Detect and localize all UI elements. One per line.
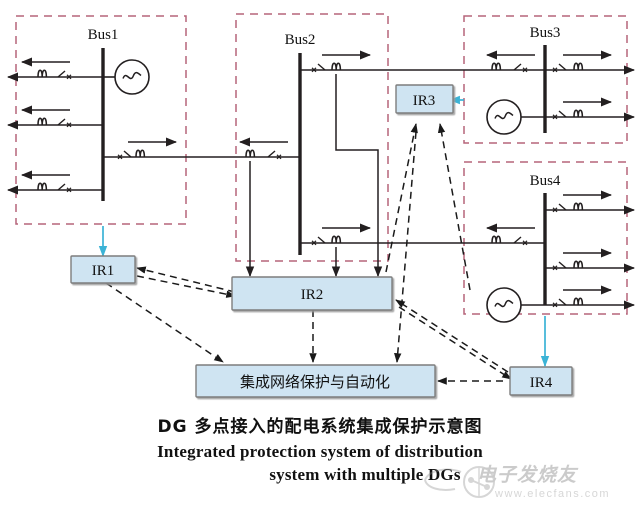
bus1-feeder-2 xyxy=(6,105,103,130)
caption-english-line1: Integrated protection system of distribu… xyxy=(157,442,483,461)
link-ir3-to-central-unit xyxy=(394,131,417,363)
bus4-feeder-1 xyxy=(545,190,636,215)
link-ir4area-to-ir3-right xyxy=(437,123,471,291)
link-ir1-to-ir2 xyxy=(136,275,236,298)
bus2-feeder-lower xyxy=(300,223,500,278)
link-bus2-to-ir3-left xyxy=(385,123,418,273)
bus4-feeder-3 xyxy=(545,285,636,310)
bus1-feeder-3 xyxy=(6,170,103,195)
bus1-feeder-1 xyxy=(6,57,103,82)
caption-english-line2: system with multiple DGs xyxy=(269,465,461,484)
bus3-feeder-1 xyxy=(545,50,636,75)
caption-chinese: DG 多点接入的配电系统集成保护示意图 xyxy=(157,417,483,437)
bus2-label: Bus2 xyxy=(285,32,316,48)
bus2-feeder-upper xyxy=(300,50,500,278)
zone-bus1 xyxy=(15,15,187,225)
bus3-group: Bus3 xyxy=(485,25,636,135)
bus1-label: Bus1 xyxy=(88,27,119,43)
link-ir2-to-ir4 xyxy=(398,306,512,380)
bus1-group: Bus1 xyxy=(6,27,150,201)
figure-caption: DG 多点接入的配电系统集成保护示意图 Integrated protectio… xyxy=(0,414,640,486)
relay-ir4-label: IR4 xyxy=(530,375,553,391)
bus4-generator xyxy=(486,287,545,323)
bus3-label: Bus3 xyxy=(530,25,561,41)
relay-ir2[interactable]: IR2 xyxy=(231,276,393,311)
relay-ir1[interactable]: IR1 xyxy=(70,255,136,284)
zone-bus2 xyxy=(235,13,389,262)
bus3-generator xyxy=(486,99,545,135)
central-unit-box[interactable]: 集成网络保护与自动化 xyxy=(195,364,436,398)
bus4-label: Bus4 xyxy=(530,173,561,189)
bus3-feeder-2 xyxy=(545,97,636,122)
bus4-group: Bus4 xyxy=(485,173,636,323)
zone-bus4 xyxy=(463,161,628,315)
bus2-group: Bus2 xyxy=(285,32,500,278)
relay-ir2-label: IR2 xyxy=(301,287,324,303)
link-ir1-to-central xyxy=(105,282,224,363)
central-unit-label: 集成网络保护与自动化 xyxy=(240,373,390,391)
relay-ir3-label: IR3 xyxy=(413,93,436,109)
link-ir4-to-ir2 xyxy=(395,299,509,373)
relay-ir4[interactable]: IR4 xyxy=(509,366,573,396)
zone-bus3 xyxy=(463,15,628,144)
link-ir2-to-ir1 xyxy=(136,266,236,293)
bus4-feeder-2 xyxy=(545,248,636,273)
relay-ir3[interactable]: IR3 xyxy=(395,84,454,114)
relay-ir1-label: IR1 xyxy=(92,263,115,279)
bus3-incoming xyxy=(485,50,545,73)
tie-line-bus1-bus2 xyxy=(103,137,300,278)
bus1-generator xyxy=(103,59,150,95)
bus4-incoming xyxy=(485,223,545,246)
